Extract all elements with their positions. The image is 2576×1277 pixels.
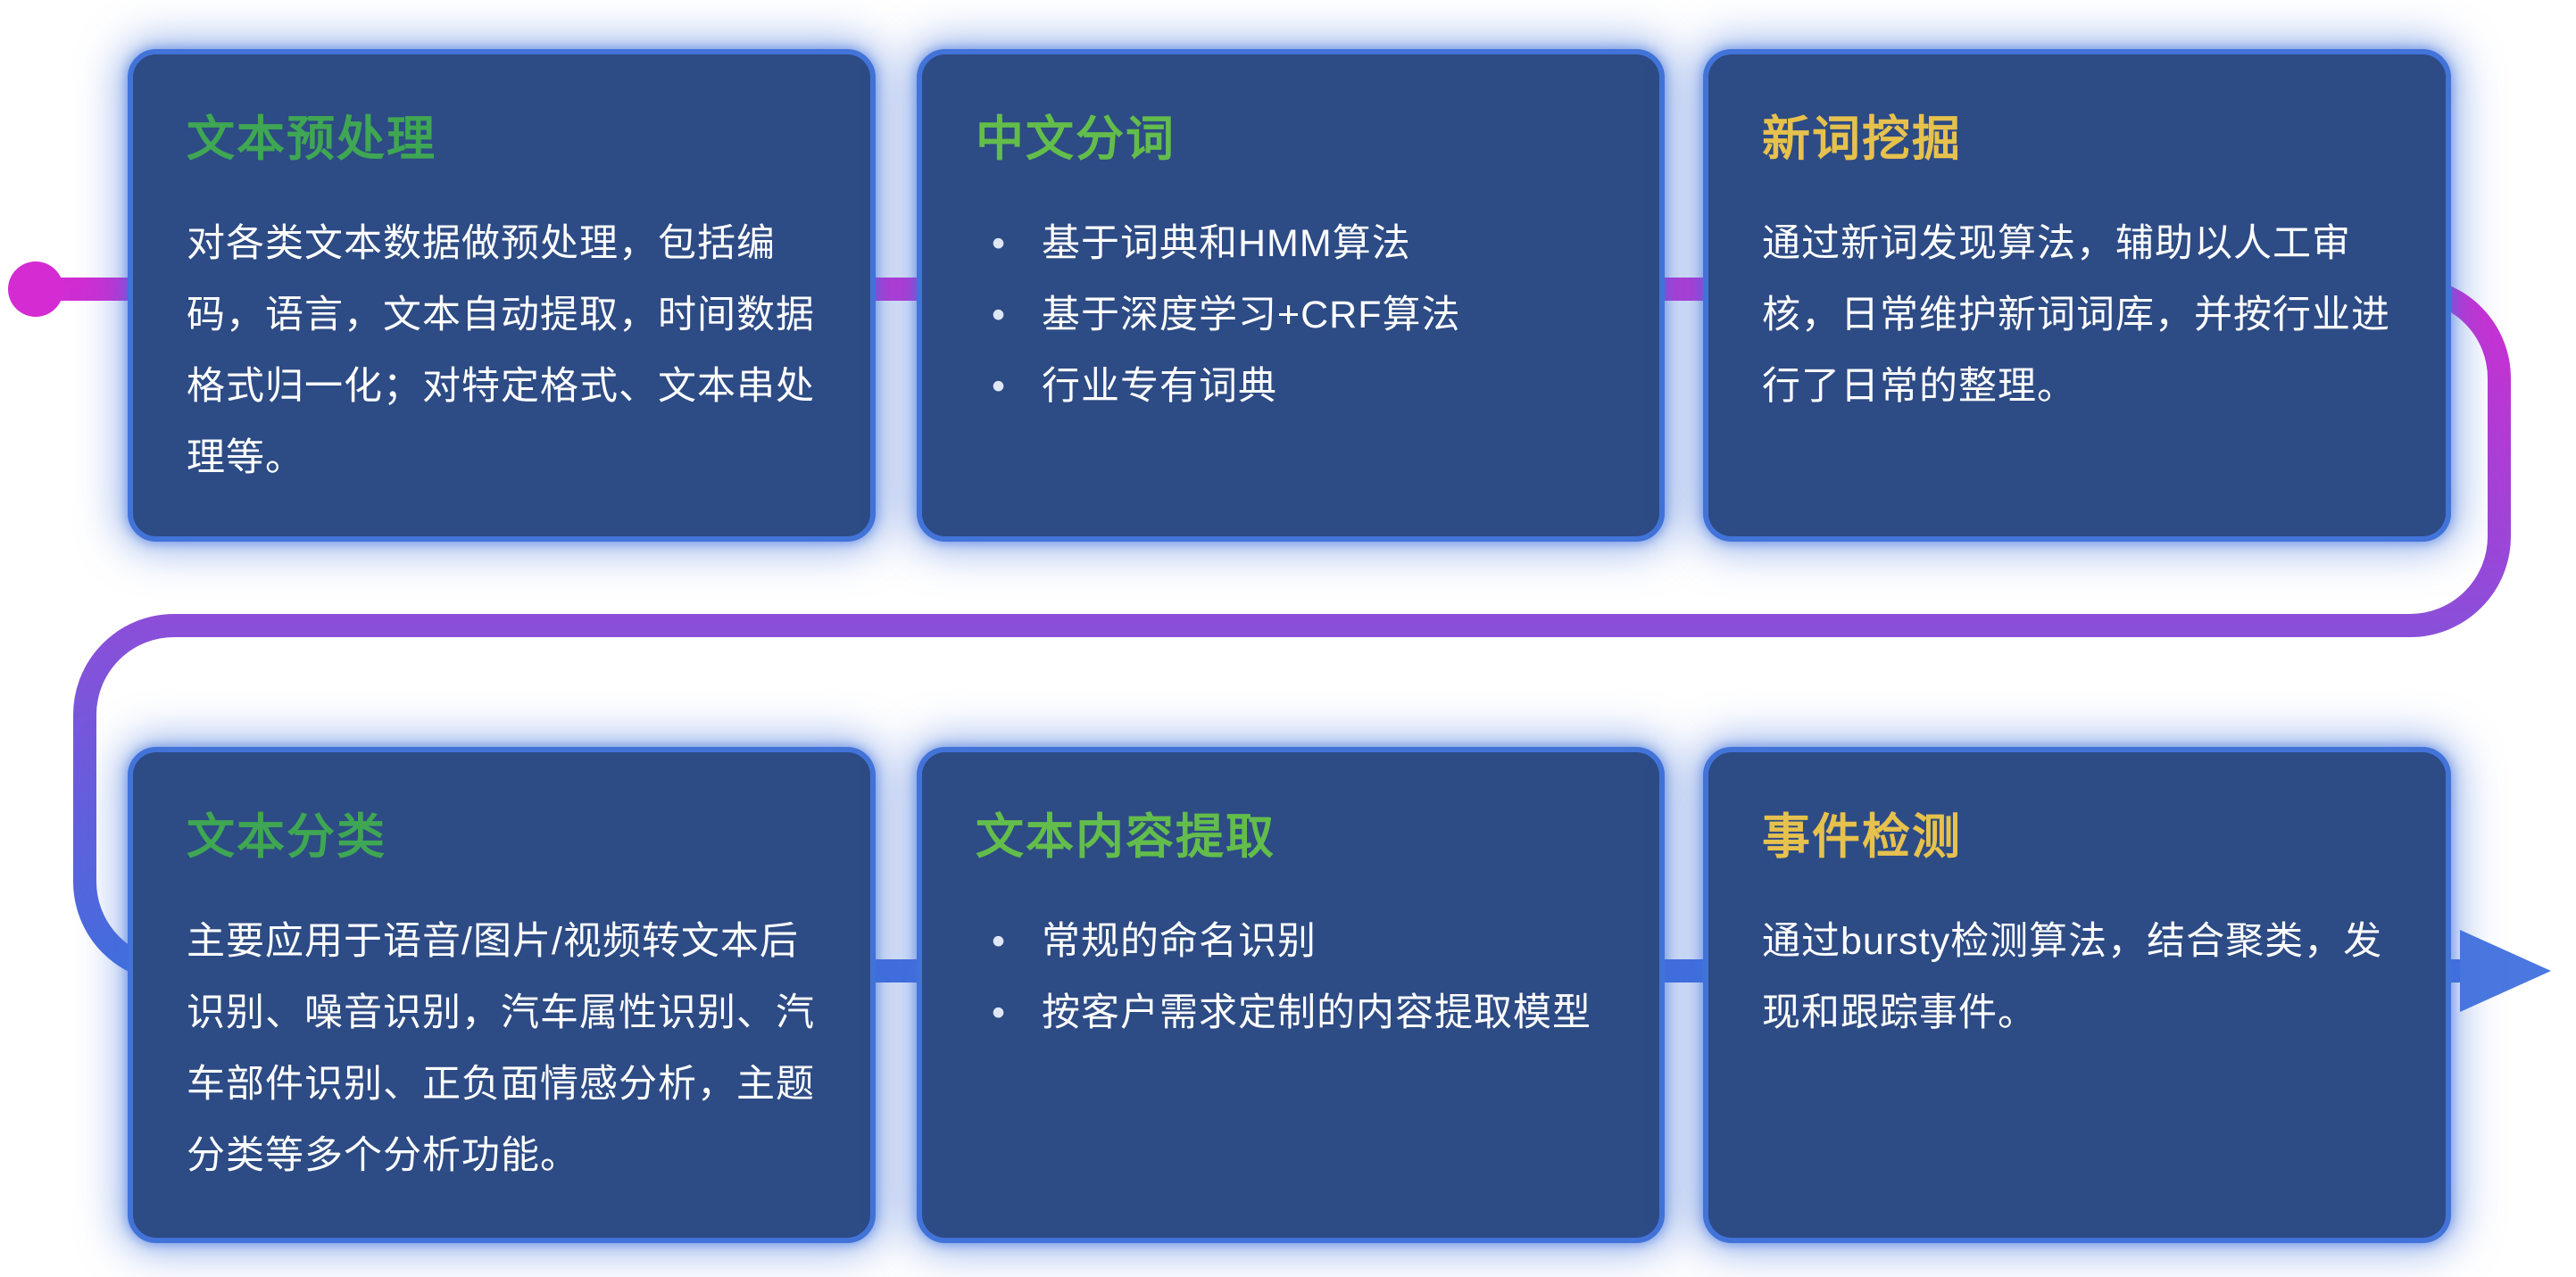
card-title: 文本内容提取 xyxy=(976,810,1276,864)
bullet-icon: • xyxy=(992,222,1007,265)
bullet-item: • 行业专有词典 xyxy=(976,352,1609,423)
card-bullet-list: • 基于词典和HMM算法 • 基于深度学习+CRF算法 • 行业专有词典 xyxy=(976,209,1609,423)
bullet-text: 基于深度学习+CRF算法 xyxy=(1042,293,1461,336)
card-chinese-word-segmentation: 中文分词 • 基于词典和HMM算法 • 基于深度学习+CRF算法 • 行业专有词典 xyxy=(917,49,1665,542)
card-title: 文本分类 xyxy=(187,810,386,864)
card-description: 通过新词发现算法，辅助以人工审核，日常维护新词词库，并按行业进行了日常的整理。 xyxy=(1762,222,2390,408)
card-title: 事件检测 xyxy=(1762,810,1962,864)
bullet-text: 按客户需求定制的内容提取模型 xyxy=(1042,991,1591,1034)
flow-start-dot xyxy=(8,261,63,317)
bullet-icon: • xyxy=(992,991,1007,1034)
bullet-item: • 基于深度学习+CRF算法 xyxy=(976,280,1609,352)
flow-end-arrow-icon xyxy=(2460,930,2551,1012)
card-title: 文本预处理 xyxy=(187,112,436,166)
flow-path xyxy=(18,278,2511,983)
card-event-detection: 事件检测 通过bursty检测算法，结合聚类，发现和跟踪事件。 xyxy=(1703,747,2451,1243)
card-text-preprocessing: 文本预处理 对各类文本数据做预处理，包括编码，语言，文本自动提取，时间数据格式归… xyxy=(128,49,876,542)
bullet-item: • 常规的命名识别 xyxy=(976,907,1609,978)
card-new-word-mining: 新词挖掘 通过新词发现算法，辅助以人工审核，日常维护新词词库，并按行业进行了日常… xyxy=(1703,49,2451,542)
card-text-content-extraction: 文本内容提取 • 常规的命名识别 • 按客户需求定制的内容提取模型 xyxy=(917,747,1665,1243)
card-title: 新词挖掘 xyxy=(1762,112,1962,166)
card-bullet-list: • 常规的命名识别 • 按客户需求定制的内容提取模型 xyxy=(976,907,1609,1049)
bullet-text: 基于词典和HMM算法 xyxy=(1042,222,1411,265)
bullet-icon: • xyxy=(992,364,1007,408)
bullet-item: • 按客户需求定制的内容提取模型 xyxy=(976,978,1609,1049)
card-description: 对各类文本数据做预处理，包括编码，语言，文本自动提取，时间数据格式归一化；对特定… xyxy=(187,222,815,479)
card-title: 中文分词 xyxy=(976,112,1176,166)
bullet-icon: • xyxy=(992,293,1007,336)
card-description: 通过bursty检测算法，结合聚类，发现和跟踪事件。 xyxy=(1762,920,2383,1034)
card-description: 主要应用于语音/图片/视频转文本后识别、噪音识别，汽车属性识别、汽车部件识别、正… xyxy=(187,920,815,1177)
card-text-classification: 文本分类 主要应用于语音/图片/视频转文本后识别、噪音识别，汽车属性识别、汽车部… xyxy=(128,747,876,1243)
bullet-text: 行业专有词典 xyxy=(1042,364,1277,408)
bullet-item: • 基于词典和HMM算法 xyxy=(976,209,1609,280)
bullet-text: 常规的命名识别 xyxy=(1042,920,1317,963)
bullet-icon: • xyxy=(992,920,1007,963)
